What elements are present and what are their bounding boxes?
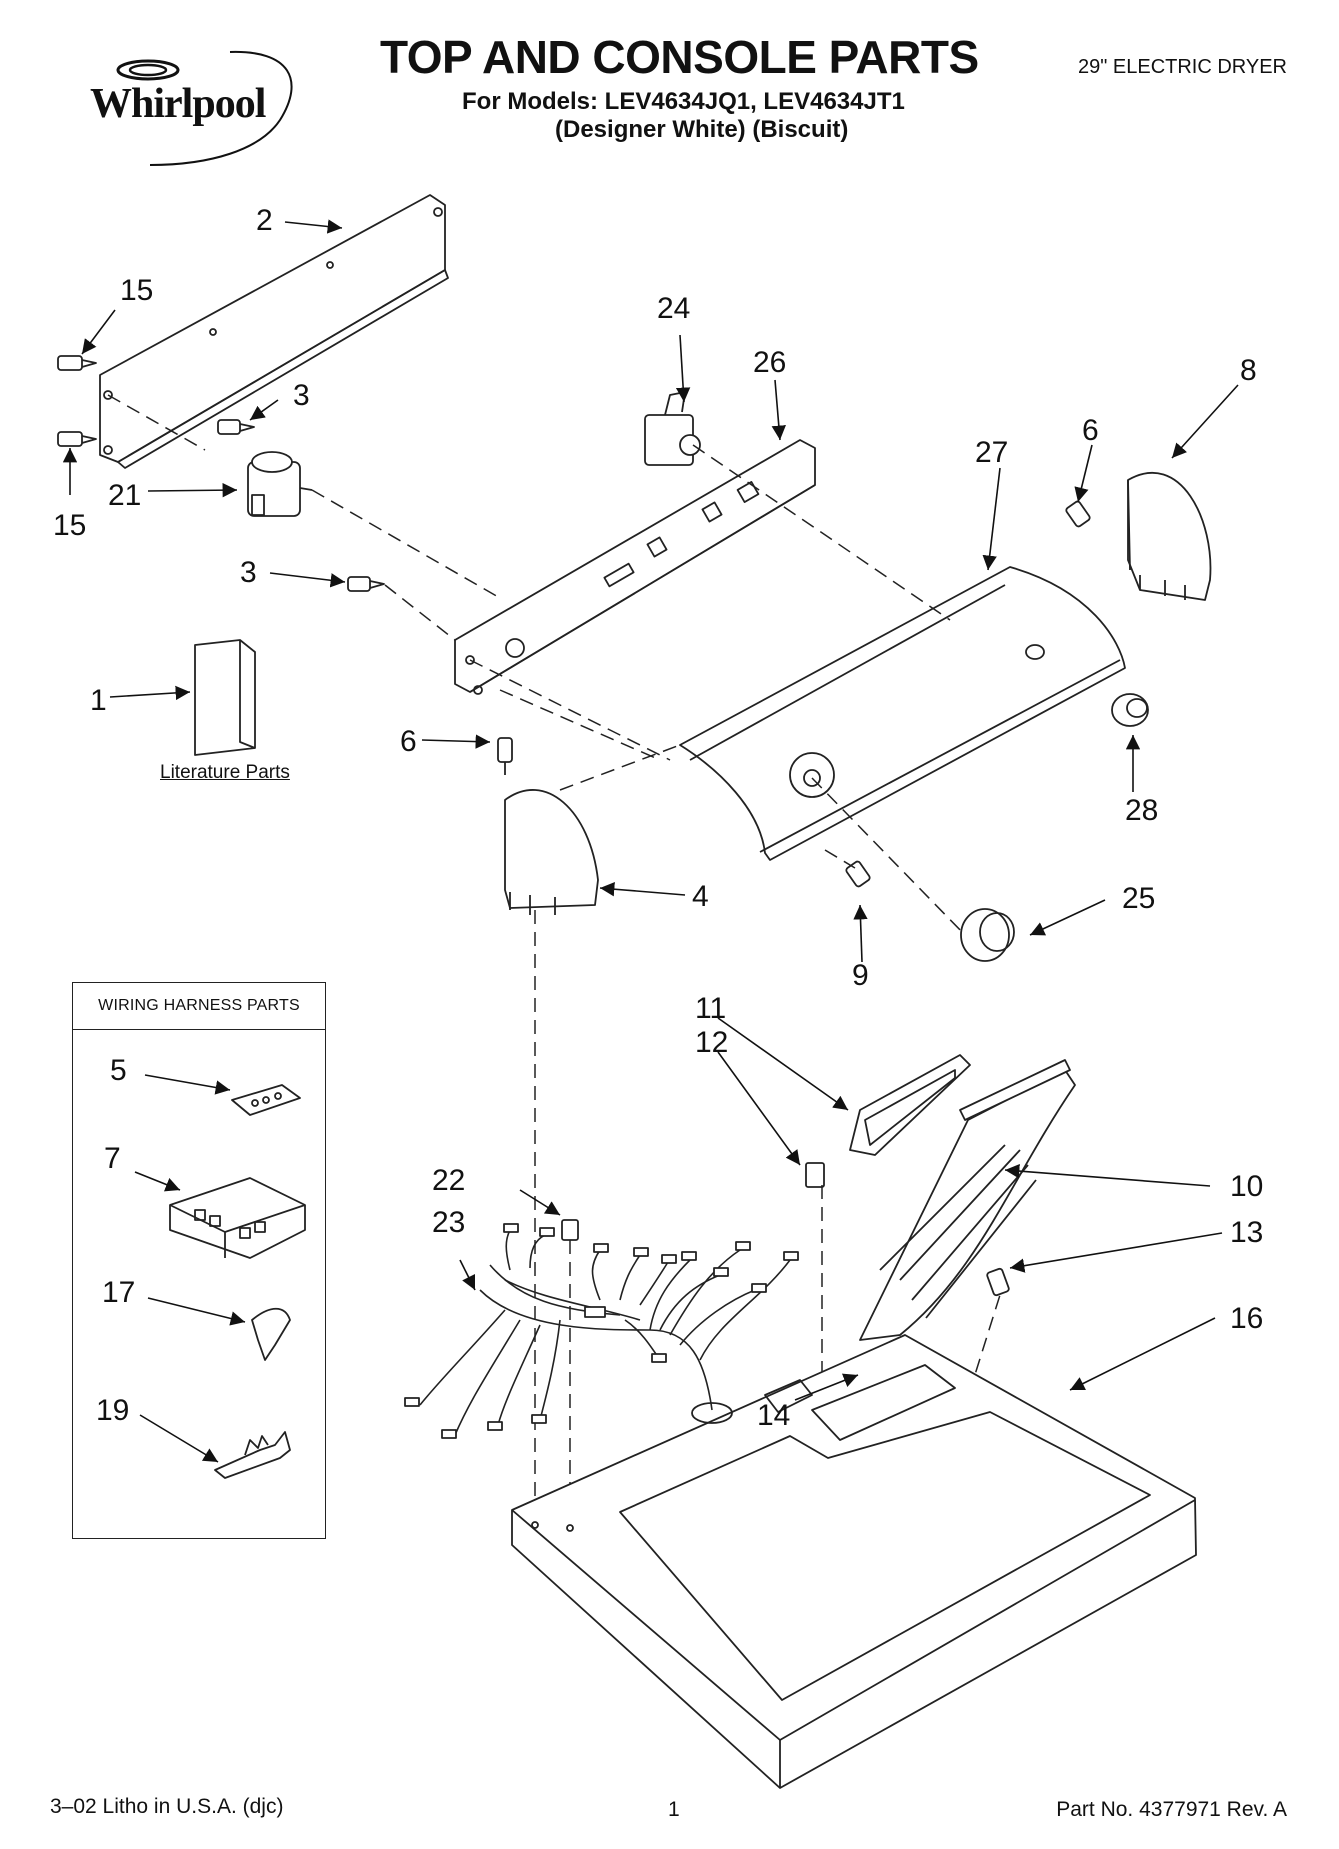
callout-12: 12 xyxy=(695,1026,728,1059)
end-cap-left xyxy=(504,789,599,915)
lint-screen xyxy=(849,1054,971,1156)
callout-28: 28 xyxy=(1125,794,1158,827)
callout-4: 4 xyxy=(692,880,709,913)
callout-3-mid: 3 xyxy=(240,556,257,589)
lint-screen-clip xyxy=(805,1162,825,1188)
callout-24: 24 xyxy=(657,292,690,325)
callout-13: 13 xyxy=(1230,1216,1263,1249)
callout-16: 16 xyxy=(1230,1302,1263,1335)
rear-console-panel xyxy=(99,194,449,469)
page-title: TOP AND CONSOLE PARTS xyxy=(380,31,979,83)
callout-11: 11 xyxy=(695,992,726,1025)
callout-26: 26 xyxy=(753,346,786,379)
litho-note: 3–02 Litho in U.S.A. (djc) xyxy=(50,1795,284,1818)
callout-27: 27 xyxy=(975,436,1008,469)
screw-9 xyxy=(845,860,871,888)
literature-pack xyxy=(194,639,256,756)
top-vent-grille xyxy=(859,1059,1076,1341)
product-type: 29" ELECTRIC DRYER xyxy=(1077,56,1287,78)
wiring-harness xyxy=(419,1229,791,1436)
callout-25: 25 xyxy=(1122,882,1155,915)
screw-3-mid xyxy=(347,576,385,592)
literature-parts-label: Literature Parts xyxy=(160,762,290,783)
small-knob xyxy=(1111,693,1149,727)
callout-14: 14 xyxy=(757,1399,790,1432)
wiring-harness-parts-box: WIRING HARNESS PARTS xyxy=(72,982,326,1539)
callout-21: 21 xyxy=(108,479,141,512)
wiring-box-title: WIRING HARNESS PARTS xyxy=(73,983,325,1030)
colors-line: (Designer White) (Biscuit) xyxy=(555,116,849,143)
callout-9: 9 xyxy=(852,959,869,992)
callout-17: 17 xyxy=(102,1276,135,1309)
callout-1: 1 xyxy=(90,684,107,717)
brand-name: Whirlpool xyxy=(90,81,266,127)
push-to-start-switch xyxy=(644,391,701,466)
screw-15-top xyxy=(57,355,97,371)
callout-8: 8 xyxy=(1240,354,1257,387)
callout-7: 7 xyxy=(104,1142,121,1175)
callout-15-bottom: 15 xyxy=(53,509,86,542)
callout-6-right: 6 xyxy=(1082,414,1099,447)
callout-19: 19 xyxy=(96,1394,129,1427)
terminal-block-7-part xyxy=(169,1177,306,1259)
terminal-19-part xyxy=(214,1431,291,1479)
clip-17-part xyxy=(251,1307,291,1361)
page-number: 1 xyxy=(668,1798,680,1821)
control-mounting-bracket xyxy=(454,439,816,695)
screw-15-bottom xyxy=(57,431,97,447)
screw-6-right xyxy=(1065,500,1091,528)
console-panel xyxy=(679,566,1126,861)
harness-clip xyxy=(561,1219,579,1241)
swirl-icon xyxy=(116,50,293,166)
callout-22: 22 xyxy=(432,1164,465,1197)
whirlpool-logo: Whirlpool xyxy=(90,40,320,170)
part-number: Part No. 4377971 Rev. A xyxy=(1056,1798,1287,1821)
screw-6-left xyxy=(497,737,513,775)
callout-15-top: 15 xyxy=(120,274,153,307)
connector-5-part xyxy=(231,1084,301,1116)
callout-3-top: 3 xyxy=(293,379,310,412)
models-line: For Models: LEV4634JQ1, LEV4634JT1 xyxy=(462,88,905,115)
callout-23: 23 xyxy=(432,1206,465,1239)
end-cap-right xyxy=(1127,472,1212,601)
screw-3-top xyxy=(217,419,255,435)
screw-13 xyxy=(986,1267,1010,1297)
callout-2: 2 xyxy=(256,204,273,237)
dryer-top-panel xyxy=(511,1334,1197,1789)
callout-6-left: 6 xyxy=(400,725,417,758)
large-knob xyxy=(960,908,1015,962)
callout-10: 10 xyxy=(1230,1170,1263,1203)
harness-connectors xyxy=(404,1223,799,1439)
console-switch xyxy=(247,451,313,517)
callout-5: 5 xyxy=(110,1054,127,1087)
